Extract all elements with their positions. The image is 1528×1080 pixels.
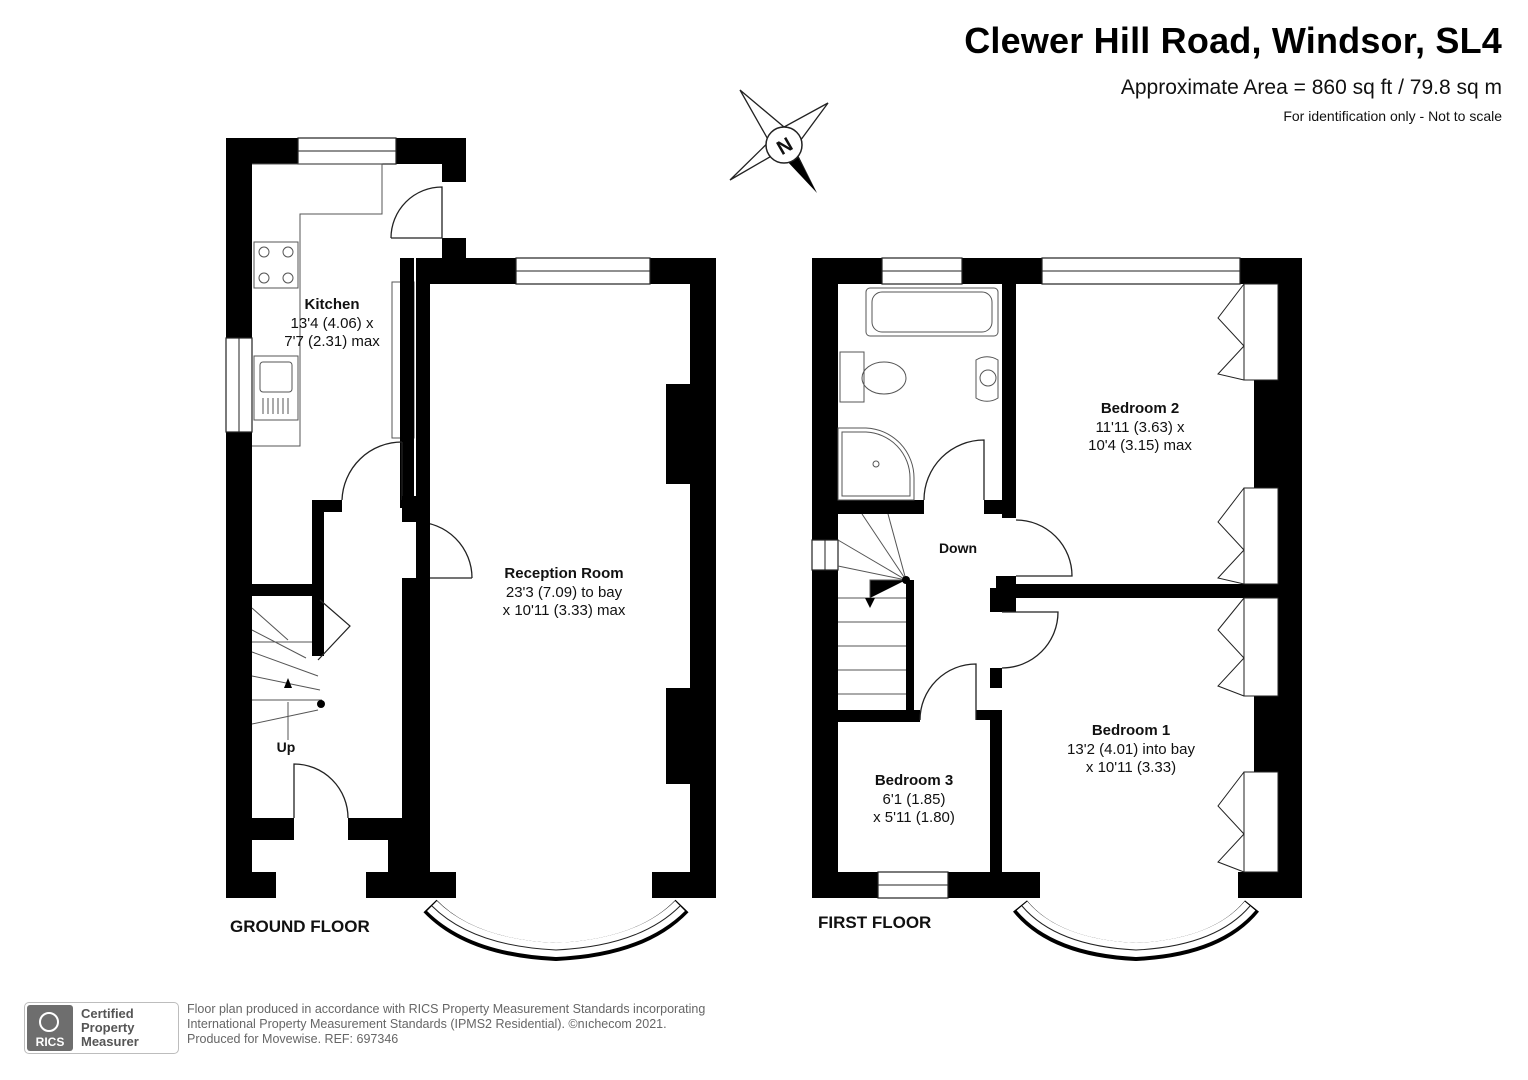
reception-name: Reception Room [504, 565, 623, 582]
property-title: Clewer Hill Road, Windsor, SL4 [964, 20, 1502, 61]
kitchen-dim-2: 7'7 (2.31) max [284, 333, 380, 350]
bedroom2-name: Bedroom 2 [1101, 400, 1179, 417]
approximate-area: Approximate Area = 860 sq ft / 79.8 sq m [1120, 76, 1502, 99]
first-floor-plan: Bedroom 2 11'11 (3.63) x 10'4 (3.15) max… [811, 257, 1302, 962]
bedroom3-dim-1: 6'1 (1.85) [883, 791, 946, 808]
rics-logo: RICS [27, 1005, 73, 1051]
kitchen-dim-1: 13'4 (4.06) x [291, 315, 374, 332]
reception-dim-2: x 10'11 (3.33) max [503, 602, 626, 619]
footer-line-1: Floor plan produced in accordance with R… [187, 1002, 706, 1016]
bedroom3-name: Bedroom 3 [875, 772, 953, 789]
rics-certified-badge: RICS Certified Property Measurer [24, 1002, 179, 1054]
floor-plan-drawing: N [225, 89, 1302, 962]
badge-line-1: Certified [81, 1006, 134, 1021]
rics-emblem-icon [39, 1012, 59, 1032]
scale-note: For identification only - Not to scale [1283, 108, 1502, 124]
kitchen-name: Kitchen [304, 296, 359, 313]
reception-dim-1: 23'3 (7.09) to bay [506, 584, 623, 601]
ground-floor-plan: Kitchen 13'4 (4.06) x 7'7 (2.31) max Rec… [225, 137, 716, 962]
header: Clewer Hill Road, Windsor, SL4 Approxima… [964, 20, 1502, 124]
bedroom2-dim-2: 10'4 (3.15) max [1088, 437, 1192, 454]
bedroom1-name: Bedroom 1 [1092, 722, 1170, 739]
footer-line-3: Produced for Movewise. REF: 697346 [187, 1032, 399, 1046]
rics-logo-text: RICS [35, 1035, 65, 1049]
stairs-down-label: Down [939, 540, 977, 556]
bedroom1-dim-1: 13'2 (4.01) into bay [1067, 741, 1195, 758]
badge-line-3: Measurer [81, 1034, 139, 1049]
stairs-up-label: Up [277, 739, 296, 755]
footer-disclaimer: Floor plan produced in accordance with R… [187, 1002, 705, 1047]
bedroom3-dim-2: x 5'11 (1.80) [873, 809, 955, 826]
badge-line-2: Property [81, 1020, 135, 1035]
bedroom2-dim-1: 11'11 (3.63) x [1095, 419, 1185, 436]
compass-icon: N [729, 89, 829, 193]
first-floor-label: FIRST FLOOR [818, 913, 931, 932]
footer-line-2: International Property Measurement Stand… [187, 1017, 667, 1031]
bedroom1-dim-2: x 10'11 (3.33) [1086, 759, 1176, 776]
ground-floor-label: GROUND FLOOR [230, 917, 370, 936]
rics-certified-text: Certified Property Measurer [81, 1007, 139, 1049]
